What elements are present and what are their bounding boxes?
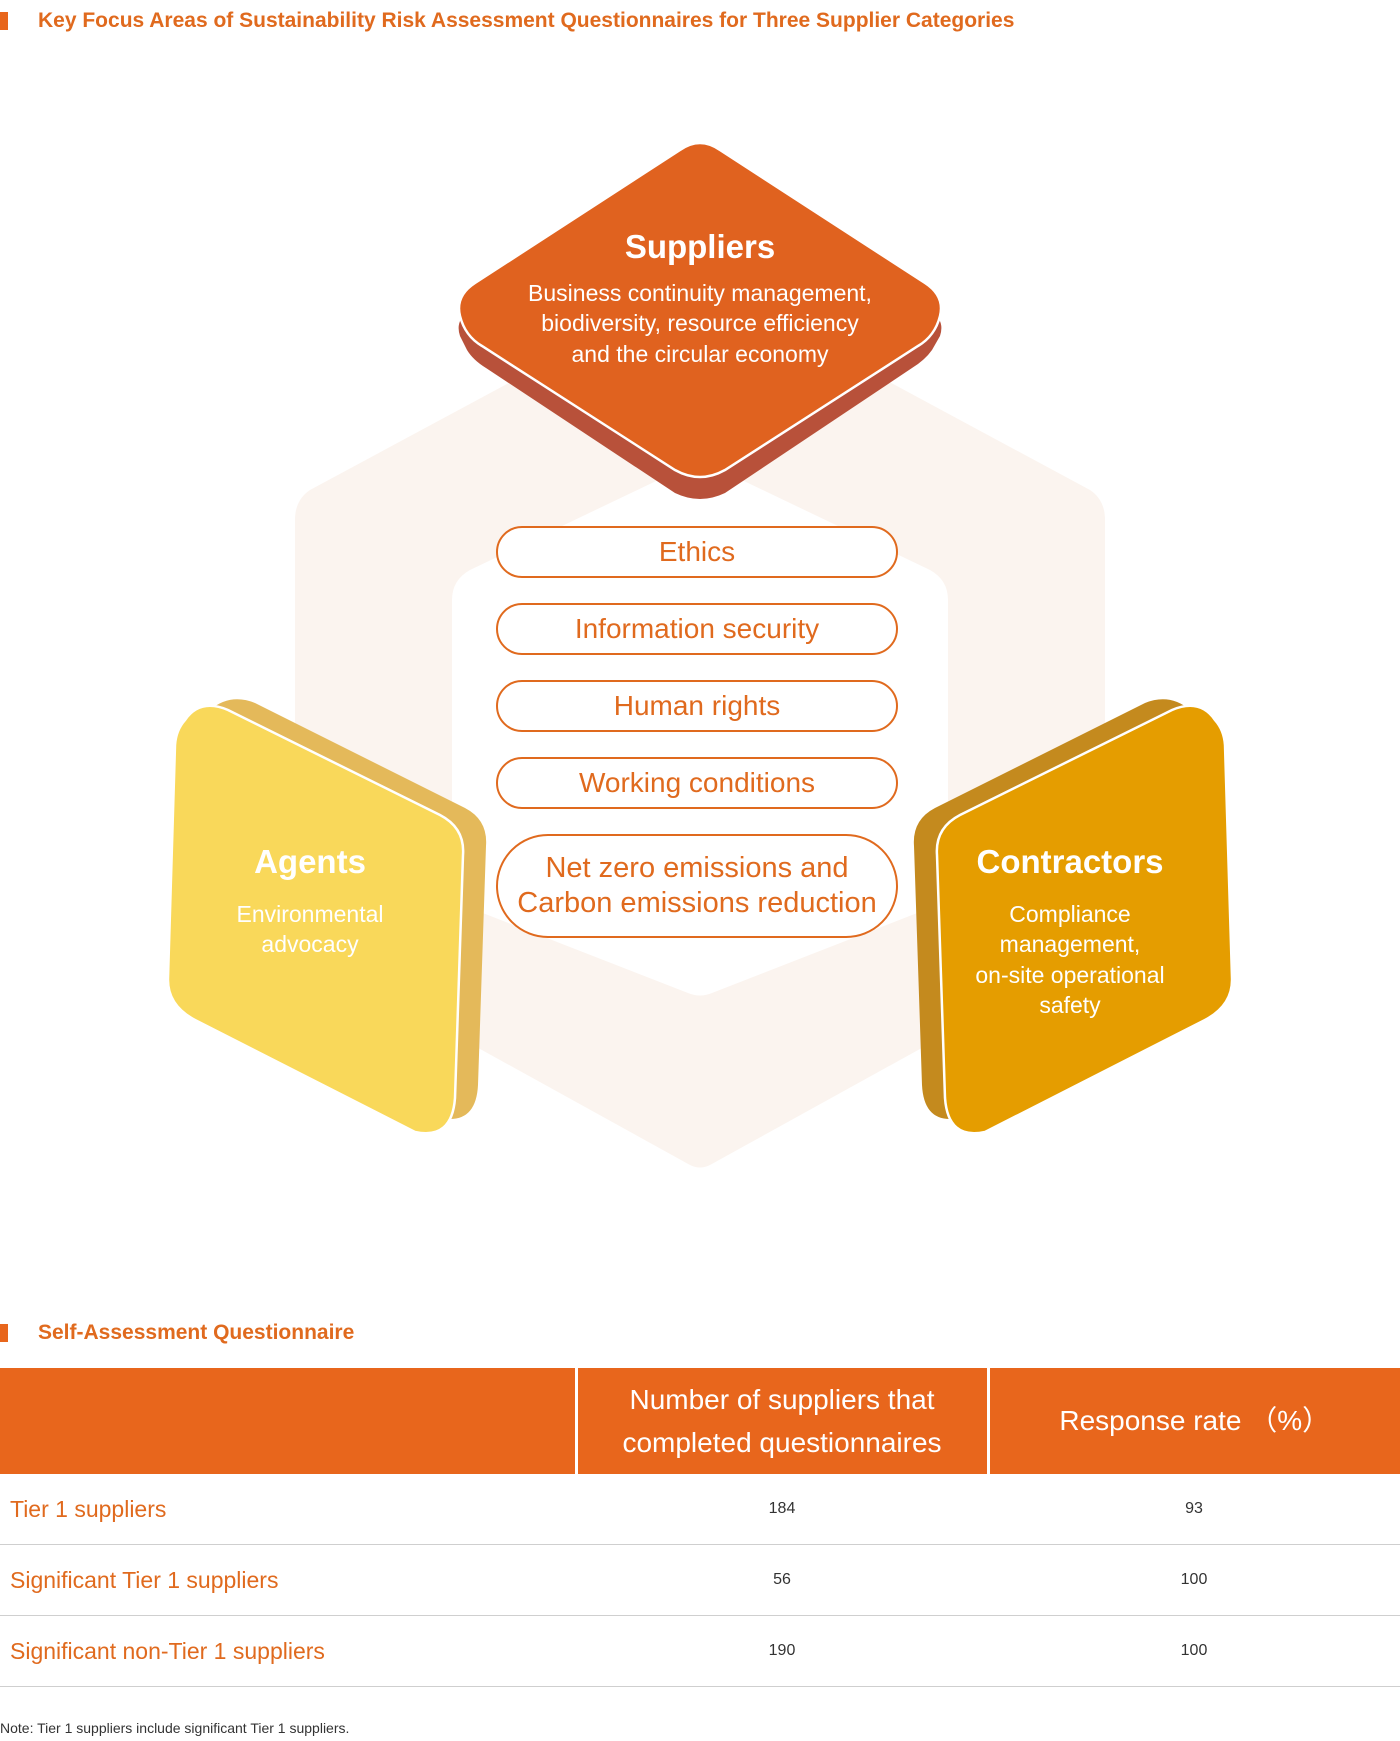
header-count-line-1: Number of suppliers that: [629, 1383, 935, 1415]
focus-areas-diagram: Suppliers Business continuity management…: [0, 60, 1400, 1240]
focus-label-multiline: Net zero emissions and Carbon emissions …: [517, 851, 876, 921]
agents-shape: [166, 704, 465, 1135]
agents-label-group: Agents Environmental advocacy: [200, 843, 420, 960]
focus-label: Working conditions: [578, 767, 816, 799]
focus-pill-net-zero: Net zero emissions and Carbon emissions …: [496, 834, 898, 938]
diagram-shapes: [166, 141, 1234, 1168]
focus-pill-working-conditions: Working conditions: [496, 757, 898, 809]
focus-label: Information security: [574, 613, 820, 645]
row-rate: 100: [988, 1544, 1400, 1616]
focus-label: Ethics: [658, 536, 736, 568]
table-title: Self-Assessment Questionnaire: [0, 1321, 354, 1345]
agents-line-1: Environmental: [236, 901, 384, 927]
contractors-line-3: on-site operational: [975, 961, 1165, 988]
focus-pill-ethics: Ethics: [496, 526, 898, 578]
title-marker: [0, 12, 8, 30]
row-count: 184: [576, 1474, 988, 1545]
table-row: Significant Tier 1 suppliers 56 100: [0, 1544, 1400, 1616]
suppliers-title: Suppliers: [624, 228, 776, 265]
header-count: Number of suppliers that completed quest…: [574, 1368, 988, 1474]
row-label: Significant non-Tier 1 suppliers: [0, 1615, 576, 1687]
row-count: 56: [576, 1544, 988, 1616]
suppliers-line-3: and the circular economy: [571, 340, 829, 367]
row-label: Tier 1 suppliers: [0, 1474, 576, 1545]
contractors-line-2: management,: [999, 931, 1141, 958]
agents-line-2: advocacy: [261, 931, 359, 958]
focus-pill-human-rights: Human rights: [496, 680, 898, 732]
focus-pill-information-security: Information security: [496, 603, 898, 655]
diagram-title-text: Key Focus Areas of Sustainability Risk A…: [38, 9, 1015, 32]
self-assessment-table: Number of suppliers that completed quest…: [0, 1368, 1400, 1687]
header-rate: Response rate （%）: [986, 1368, 1400, 1474]
header-count-line-2: completed questionnaires: [622, 1427, 942, 1458]
contractors-label-group: Contractors Compliance management, on-si…: [945, 843, 1195, 1020]
row-rate: 100: [988, 1615, 1400, 1687]
suppliers-diamond: [457, 141, 943, 479]
title-marker: [0, 1324, 8, 1342]
contractors-line-1: Compliance: [1009, 901, 1131, 927]
suppliers-line-1: Business continuity management,: [528, 280, 872, 306]
row-count: 190: [576, 1615, 988, 1687]
agents-title: Agents: [254, 843, 366, 880]
diagram-title: Key Focus Areas of Sustainability Risk A…: [0, 9, 1014, 33]
row-rate: 93: [988, 1474, 1400, 1545]
row-label: Significant Tier 1 suppliers: [0, 1544, 576, 1616]
contractors-shape: [935, 704, 1234, 1135]
contractors-title: Contractors: [976, 843, 1164, 880]
table-header-row: Number of suppliers that completed quest…: [0, 1368, 1400, 1474]
suppliers-line-2: biodiversity, resource efficiency: [541, 310, 859, 337]
focus-label-line-1: Net zero emissions and: [545, 852, 849, 885]
suppliers-label-group: Suppliers Business continuity management…: [470, 228, 930, 369]
questionnaire-table: Number of suppliers that completed quest…: [0, 1368, 1400, 1687]
focus-label-line-2: Carbon emissions reduction: [517, 887, 877, 919]
table-row: Tier 1 suppliers 184 93: [0, 1474, 1400, 1545]
contractors-line-4: safety: [1039, 992, 1101, 1019]
focus-label: Human rights: [613, 690, 781, 722]
table-title-text: Self-Assessment Questionnaire: [38, 1321, 355, 1344]
table-note: Note: Tier 1 suppliers include significa…: [0, 1720, 350, 1736]
header-empty: [0, 1368, 576, 1474]
table-row: Significant non-Tier 1 suppliers 190 100: [0, 1615, 1400, 1687]
